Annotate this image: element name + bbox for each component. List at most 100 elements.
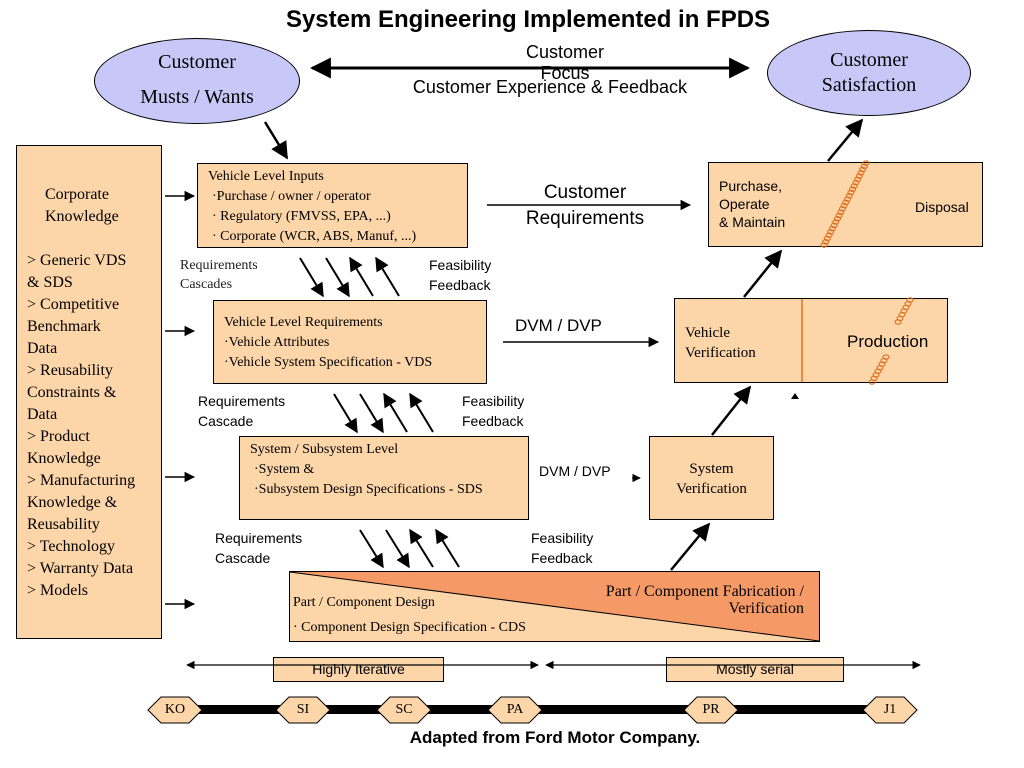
cascade-arrow	[333, 393, 358, 434]
vehicle-to-purchase-arrow	[743, 249, 783, 298]
customer-satisfaction-line2: Satisfaction	[821, 74, 917, 96]
corporate-title-line2: Knowledge	[45, 208, 119, 225]
corporate-item: > Reusability	[27, 362, 113, 379]
feedback3-line1: Feasibility	[531, 530, 594, 546]
part-component-box: Part / Component Design · Component Desi…	[289, 571, 820, 642]
customer-satisfaction-line1: Customer	[830, 49, 908, 71]
vehicle-requirements-box: Vehicle Level Requirements ·Vehicle Attr…	[213, 300, 487, 384]
cascade-arrow	[299, 257, 324, 298]
milestone-label: KO	[164, 702, 186, 717]
customer-satisfaction-ellipse: Customer Satisfaction	[767, 30, 971, 116]
subsystem-item: ·Subsystem Design Specifications - SDS	[254, 482, 483, 497]
milestone-label: SI	[296, 702, 310, 717]
feedback-arrow	[383, 392, 408, 433]
mostly-serial-box: Mostly serial	[666, 657, 844, 682]
system-verification-line1: System	[689, 461, 734, 477]
milestone-j1: J1	[862, 696, 918, 724]
customer-requirements-line1: Customer	[543, 182, 627, 203]
milestone-pr: PR	[683, 696, 739, 724]
vehicle-requirements-item: ·Vehicle Attributes	[224, 335, 330, 350]
highly-iterative-box: Highly Iterative	[273, 657, 444, 682]
page-title: System Engineering Implemented in FPDS	[285, 6, 771, 33]
system-to-vehicle-arrow	[711, 385, 752, 436]
corporate-title-line1: Corporate	[45, 186, 109, 203]
corporate-item: > Technology	[27, 538, 116, 555]
cascade-arrow	[359, 529, 384, 569]
cascade-arrow	[385, 529, 410, 569]
feedback-arrow	[409, 528, 434, 568]
corporate-item: Knowledge	[27, 450, 101, 467]
cascade3-line1: Requirements	[215, 530, 303, 546]
requirements-cascade-label-3: Requirements Cascade	[215, 528, 302, 568]
vehicle-inputs-title: Vehicle Level Inputs	[208, 169, 324, 184]
vehicle-verification-line2: Verification	[685, 345, 756, 361]
cascade-arrow	[325, 257, 350, 298]
feedback-arrow	[409, 392, 434, 433]
feasibility-feedback-label-1: Feasibility Feedback	[429, 255, 491, 295]
production-label: Production	[847, 332, 929, 351]
vehicle-verification-box: Vehicle Verification Production	[674, 298, 948, 383]
corporate-item: & SDS	[27, 274, 73, 291]
purchase-line2: Operate	[719, 196, 770, 212]
feedback1-line2: Feedback	[429, 277, 491, 293]
feedback-arrow	[375, 256, 400, 297]
purchase-line3: & Maintain	[719, 214, 786, 230]
vehicle-verification-line1: Vehicle	[685, 325, 730, 341]
customer-experience-label: Customer Experience & Feedback	[412, 77, 688, 97]
part-to-system-arrow	[670, 522, 711, 571]
vehicle-requirements-title: Vehicle Level Requirements	[224, 315, 383, 330]
footer-credit: Adapted from Ford Motor Company.	[409, 728, 701, 747]
feedback1-line1: Feasibility	[429, 257, 492, 273]
milestone-label: PR	[702, 702, 720, 717]
dvm-dvp-label-1: DVM / DVP	[515, 316, 602, 335]
vehicle-inputs-box: Vehicle Level Inputs ·Purchase / owner /…	[197, 163, 468, 248]
vehicle-inputs-item: · Corporate (WCR, ABS, Manuf, ...)	[212, 229, 417, 244]
customer-requirements-line2: Requirements	[525, 208, 645, 229]
vehicle-inputs-item: · Regulatory (FMVSS, EPA, ...)	[212, 209, 391, 224]
corporate-item: > Warranty Data	[27, 560, 134, 577]
cascade3-line2: Cascade	[215, 550, 271, 566]
corporate-item: Data	[27, 340, 58, 357]
cascade1-line1: Requirements	[180, 258, 258, 273]
vehicle-requirements-item: ·Vehicle System Specification - VDS	[224, 355, 433, 370]
part-fabrication-label: Part / Component Fabrication / Verificat…	[606, 583, 804, 617]
corporate-items-list: > Generic VDS & SDS > Competitive Benchma…	[27, 250, 161, 602]
corporate-item: > Competitive	[27, 296, 120, 313]
corporate-item: > Manufacturing	[27, 472, 136, 489]
part-design-label: Part / Component Design	[293, 595, 435, 610]
milestone-pa: PA	[487, 696, 543, 724]
system-verification-box: System Verification	[649, 436, 774, 520]
subsystem-title: System / Subsystem Level	[250, 442, 399, 457]
wants-to-inputs-arrow	[263, 121, 289, 160]
purchase-operate-box: Purchase, Operate & Maintain Disposal	[708, 162, 983, 247]
subsystem-box: System / Subsystem Level ·System & ·Subs…	[239, 436, 529, 520]
milestone-sc: SC	[376, 696, 432, 724]
part-fab-line1: Part / Component Fabrication /	[605, 583, 804, 600]
feedback3-line2: Feedback	[531, 550, 593, 566]
milestone-label: J1	[883, 702, 897, 717]
part-spec-label: · Component Design Specification - CDS	[293, 620, 526, 635]
cascade-arrow	[359, 393, 384, 434]
feasibility-feedback-label-3: Feasibility Feedback	[531, 528, 593, 568]
customer-requirements-label: Customer Requirements	[502, 180, 668, 232]
vehicle-inputs-item: ·Purchase / owner / operator	[212, 189, 371, 204]
corporate-knowledge-box: Corporate Knowledge > Generic VDS & SDS>…	[16, 145, 162, 639]
system-verification-line2: Verification	[676, 481, 747, 497]
milestone-ko: KO	[147, 696, 203, 724]
corporate-item: Benchmark	[27, 318, 101, 335]
corporate-item: > Generic VDS	[27, 252, 127, 269]
feedback-arrow	[435, 528, 460, 568]
customer-wants-line2: Musts / Wants	[140, 86, 254, 108]
purchase-line1: Purchase,	[719, 178, 783, 194]
milestone-label: PA	[506, 702, 524, 717]
corporate-item: Reusability	[27, 516, 100, 533]
customer-focus-line1: Customer	[525, 42, 605, 62]
subsystem-item: ·System &	[254, 462, 315, 477]
cascade2-line2: Cascade	[198, 413, 254, 429]
customer-wants-line1: Customer	[158, 51, 236, 73]
customer-wants-ellipse: Customer Musts / Wants	[94, 38, 300, 124]
purchase-to-satisfaction-arrow	[827, 118, 864, 162]
feedback2-line2: Feedback	[462, 413, 524, 429]
cascade1-line2: Cascades	[180, 277, 233, 292]
feedback2-line1: Feasibility	[462, 393, 525, 409]
